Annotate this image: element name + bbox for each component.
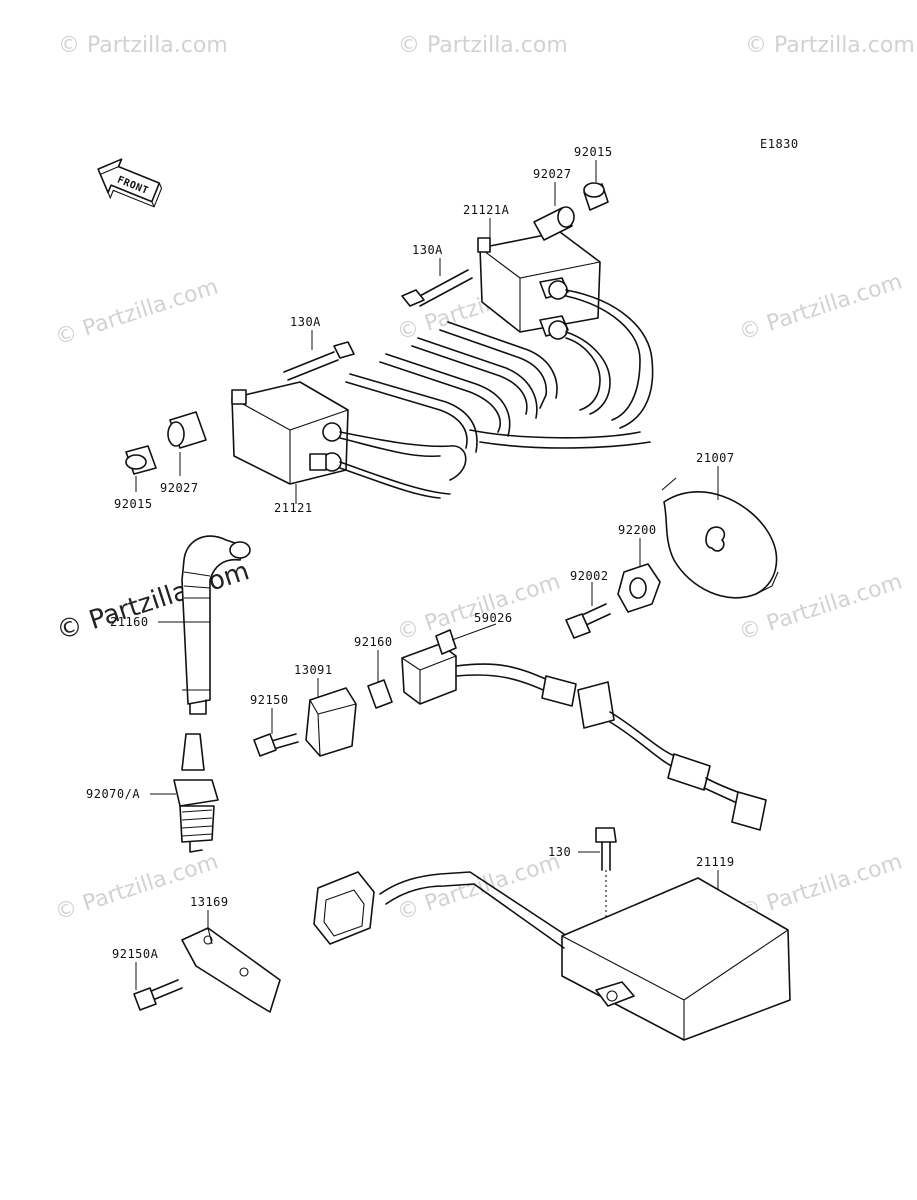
watermark: © Partzilla.com [52, 274, 221, 350]
label-92027-left: 92027 [160, 481, 199, 495]
grommet-92015-left [125, 445, 157, 475]
label-21121: 21121 [274, 501, 313, 515]
bolt-92002 [565, 603, 611, 639]
front-arrow-icon: FRONT [97, 158, 163, 208]
label-92150: 92150 [250, 693, 289, 707]
part-labels: 92015 92027 21121A 130A 130A 92015 92027… [86, 145, 735, 961]
nut-92200 [617, 563, 661, 613]
label-21007: 21007 [696, 451, 735, 465]
label-130A-left: 130A [290, 315, 321, 329]
label-92070A: 92070/A [86, 787, 140, 801]
label-92200: 92200 [618, 523, 657, 537]
watermark: © Partzilla.com [58, 33, 228, 58]
label-92015-top: 92015 [574, 145, 613, 159]
label-92002: 92002 [570, 569, 609, 583]
collar-92027-top [533, 206, 575, 241]
ignition-coil-21121A [477, 231, 654, 429]
pickup-coil-59026 [401, 629, 767, 831]
rotor-plate-21007 [661, 477, 779, 599]
bolt-130A-left [283, 341, 355, 381]
label-21119: 21119 [696, 855, 735, 869]
label-130: 130 [548, 845, 571, 859]
label-92150A: 92150A [112, 947, 159, 961]
igniter-21119 [313, 871, 791, 1041]
leader-lines [135, 160, 719, 990]
watermark: © Partzilla.com [52, 849, 221, 925]
label-92015-left: 92015 [114, 497, 153, 511]
bracket-13169 [181, 927, 281, 1013]
label-130A-top: 130A [412, 243, 443, 257]
label-21160: 21160 [110, 615, 149, 629]
plug-cap-21160 [181, 535, 251, 715]
label-92160: 92160 [354, 635, 393, 649]
bolt-92150 [253, 733, 299, 757]
label-13091: 13091 [294, 663, 333, 677]
bolt-130A-top [401, 269, 473, 307]
watermark: © Partzilla.com [745, 33, 915, 58]
watermark: © Partzilla.com [394, 569, 563, 645]
label-59026: 59026 [474, 611, 513, 625]
collar-92027-left [167, 411, 207, 449]
label-13169: 13169 [190, 895, 229, 909]
label-92027-top: 92027 [533, 167, 572, 181]
bolt-92150A [133, 979, 183, 1011]
grommet-92015-top [583, 182, 609, 211]
plug-wires [345, 321, 651, 453]
watermark: © Partzilla.com [736, 269, 905, 345]
diagram-code: E1830 [760, 137, 799, 151]
bracket-13091 [305, 687, 357, 757]
pad-92160 [367, 679, 393, 709]
watermark: © Partzilla.com [398, 33, 568, 58]
watermark-dark: © Partzilla.com [53, 556, 253, 647]
spark-plug-92070A [173, 733, 219, 853]
label-21121A: 21121A [463, 203, 510, 217]
ignition-coil-21121 [231, 381, 467, 499]
